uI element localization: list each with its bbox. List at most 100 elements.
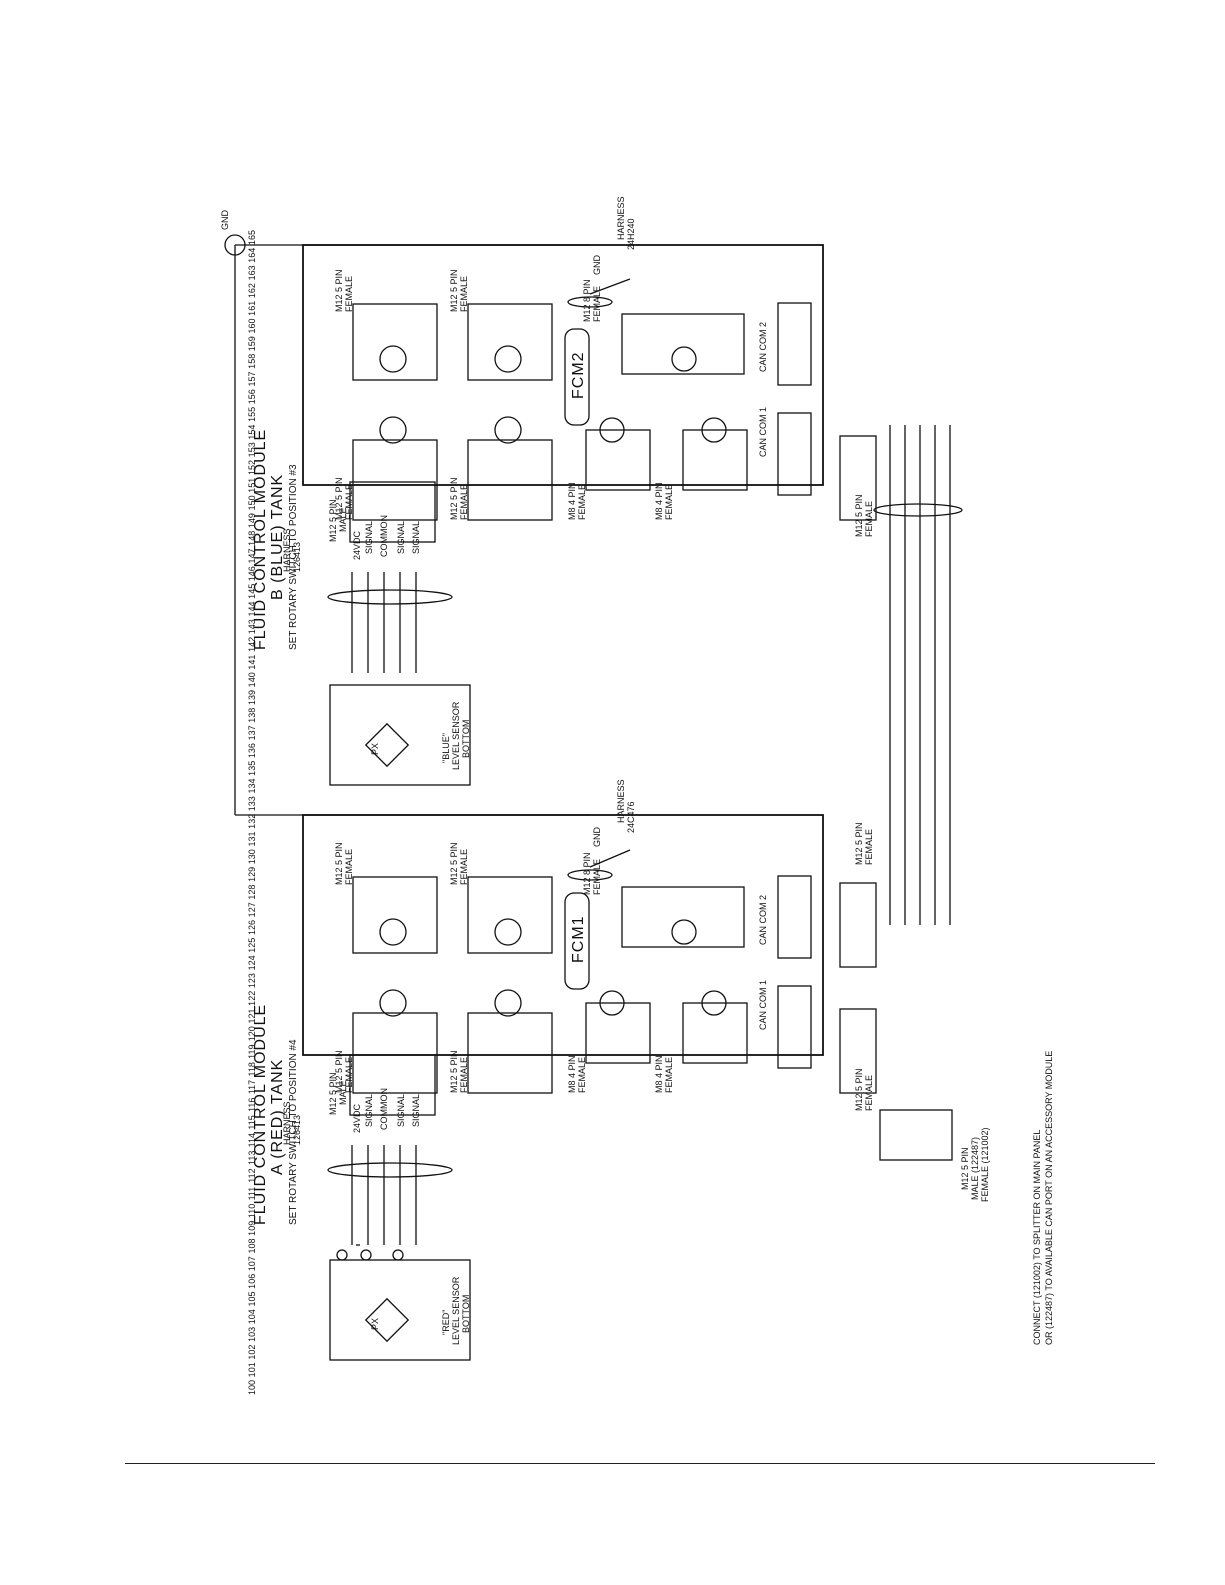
b-gnd-leader bbox=[589, 278, 631, 295]
a-c4-box bbox=[682, 1002, 748, 1064]
sensor-b-l3: BOTTOM bbox=[461, 720, 471, 758]
ladder-number: 156 bbox=[247, 389, 257, 404]
harness-a-label: HARNESS bbox=[282, 1101, 292, 1145]
a-c6-sub: FEMALE bbox=[459, 849, 469, 885]
a-wire-5: SIGNAL bbox=[411, 1094, 421, 1127]
a-c6-box bbox=[467, 876, 553, 954]
ladder-number: 115 bbox=[247, 1115, 257, 1129]
b-gnd-harness: HARNESS bbox=[616, 196, 626, 240]
can-tee-a1-sub: FEMALE bbox=[864, 1075, 874, 1111]
b-c5-boss bbox=[379, 345, 407, 373]
external-connector-l3: FEMALE (121002) bbox=[980, 1127, 990, 1202]
module-b-note: SET ROTARY SWITCH TO POSITION #3 bbox=[288, 464, 299, 650]
svg-text:PX: PX bbox=[370, 1318, 380, 1330]
a-c4-boss bbox=[701, 990, 727, 1016]
a-c2-box bbox=[467, 1012, 553, 1094]
ladder-number: 163 bbox=[247, 265, 257, 280]
b-wire-5: SIGNAL bbox=[411, 521, 421, 554]
ladder-number: 158 bbox=[247, 354, 257, 369]
b-c3-boss bbox=[599, 417, 625, 443]
b-wire-3: COMMON bbox=[379, 515, 389, 557]
b-male-conn bbox=[349, 481, 436, 543]
ladder-number: 110 bbox=[247, 1204, 257, 1218]
a-c4-label: M8 4 PIN bbox=[654, 1055, 664, 1093]
ladder-number: 147 bbox=[247, 548, 257, 563]
b-gnd-label: GND bbox=[592, 255, 602, 276]
sensor-b-l2: LEVEL SENSOR bbox=[451, 701, 461, 770]
sensor-b-switch-icon: PX bbox=[364, 722, 410, 768]
module-b-subtitle: B (BLUE) TANK bbox=[269, 474, 286, 600]
can-tee-a2-sub: FEMALE bbox=[864, 829, 874, 865]
ground-bus: GND bbox=[220, 210, 590, 816]
a-fcm-id: FCM1 bbox=[570, 915, 587, 963]
footer-rule bbox=[125, 1463, 1155, 1464]
sensor-b-l1: "BLUE" bbox=[441, 733, 451, 763]
footnote-l2: OR (122487) TO AVAILABLE CAN PORT ON AN … bbox=[1044, 1051, 1054, 1345]
b-c4-sub: FEMALE bbox=[664, 484, 674, 520]
ladder-number: 103 bbox=[247, 1327, 257, 1342]
a-c2-sub: FEMALE bbox=[459, 1057, 469, 1093]
b-c7-label: M12 8 PIN bbox=[582, 279, 592, 322]
module-a: FLUID CONTROL MODULE A (RED) TANK SET RO… bbox=[252, 779, 824, 1361]
can-bus: M12 5 PIN FEMALE M12 5 PIN FEMALE M12 5 … bbox=[839, 425, 1054, 1345]
b-c6-boss bbox=[494, 345, 522, 373]
a-wire-1: 24VDC bbox=[352, 1103, 362, 1133]
ladder-number: 155 bbox=[247, 407, 257, 422]
ladder-number: 150 bbox=[247, 495, 257, 510]
a-c5-label: M12 5 PIN bbox=[334, 842, 344, 885]
harness-a-part: 126413 bbox=[292, 1115, 302, 1145]
ladder-number: 117 bbox=[247, 1080, 257, 1094]
ladder-number: 143 bbox=[247, 619, 257, 634]
a-c1-box bbox=[352, 1012, 438, 1094]
a-c4-sub: FEMALE bbox=[664, 1057, 674, 1093]
ladder-number: 161 bbox=[247, 301, 257, 316]
a-c5-boss bbox=[379, 918, 407, 946]
ladder-number: 126 bbox=[247, 920, 257, 935]
b-male-label: M12 5 PIN bbox=[328, 499, 338, 542]
a-can2-box bbox=[777, 875, 812, 959]
ladder-number: 107 bbox=[247, 1256, 257, 1271]
a-c1-boss bbox=[379, 989, 407, 1017]
harness-b-ring bbox=[327, 589, 453, 605]
can-tee-b1-sub: FEMALE bbox=[864, 501, 874, 537]
gnd-terminal-icon bbox=[224, 234, 246, 256]
can-tee-a1 bbox=[839, 1008, 877, 1094]
b-c6-label: M12 5 PIN bbox=[449, 269, 459, 312]
a-term-2 bbox=[360, 1249, 372, 1261]
ladder-number: 106 bbox=[247, 1274, 257, 1289]
ladder-number: 132 bbox=[247, 814, 257, 829]
ladder-number: 145 bbox=[247, 584, 257, 599]
b-c3-label: M8 4 PIN bbox=[567, 482, 577, 520]
b-c7-sub: FEMALE bbox=[592, 286, 602, 322]
ladder-number: 102 bbox=[247, 1345, 257, 1360]
a-c7-sub: FEMALE bbox=[592, 859, 602, 895]
can-harness-ring bbox=[873, 503, 963, 517]
external-connector-l2: MALE (122487) bbox=[970, 1137, 980, 1200]
a-gnd-label: GND bbox=[592, 827, 602, 848]
module-a-subtitle: A (RED) TANK bbox=[269, 1059, 286, 1175]
ladder-number: 100 bbox=[247, 1380, 257, 1395]
sensor-a-l3: BOTTOM bbox=[461, 1295, 471, 1333]
b-can2: CAN COM 2 bbox=[758, 322, 768, 372]
a-gnd-leader bbox=[589, 849, 631, 868]
ladder-number: 162 bbox=[247, 283, 257, 298]
ladder-number: 144 bbox=[247, 601, 257, 616]
b-c4-box bbox=[682, 429, 748, 491]
can-tee-a1-label: M12 5 PIN bbox=[854, 1068, 864, 1111]
a-term-1 bbox=[336, 1249, 348, 1261]
b-wire-4: SIGNAL bbox=[396, 521, 406, 554]
b-c4-label: M8 4 PIN bbox=[654, 482, 664, 520]
b-male-sub: MALE bbox=[338, 507, 348, 532]
ladder-number: 154 bbox=[247, 425, 257, 440]
ladder-number: 104 bbox=[247, 1309, 257, 1324]
a-male-label: M12 5 PIN bbox=[328, 1072, 338, 1115]
b-c1-sub: FEMALE bbox=[344, 484, 354, 520]
a-male-conn bbox=[349, 1054, 436, 1116]
ladder-number: 157 bbox=[247, 371, 257, 386]
ladder-number: 165 bbox=[247, 230, 257, 245]
b-c2-label: M12 5 PIN bbox=[449, 477, 459, 520]
ladder-number: 138 bbox=[247, 708, 257, 723]
b-can1-box bbox=[777, 412, 812, 496]
